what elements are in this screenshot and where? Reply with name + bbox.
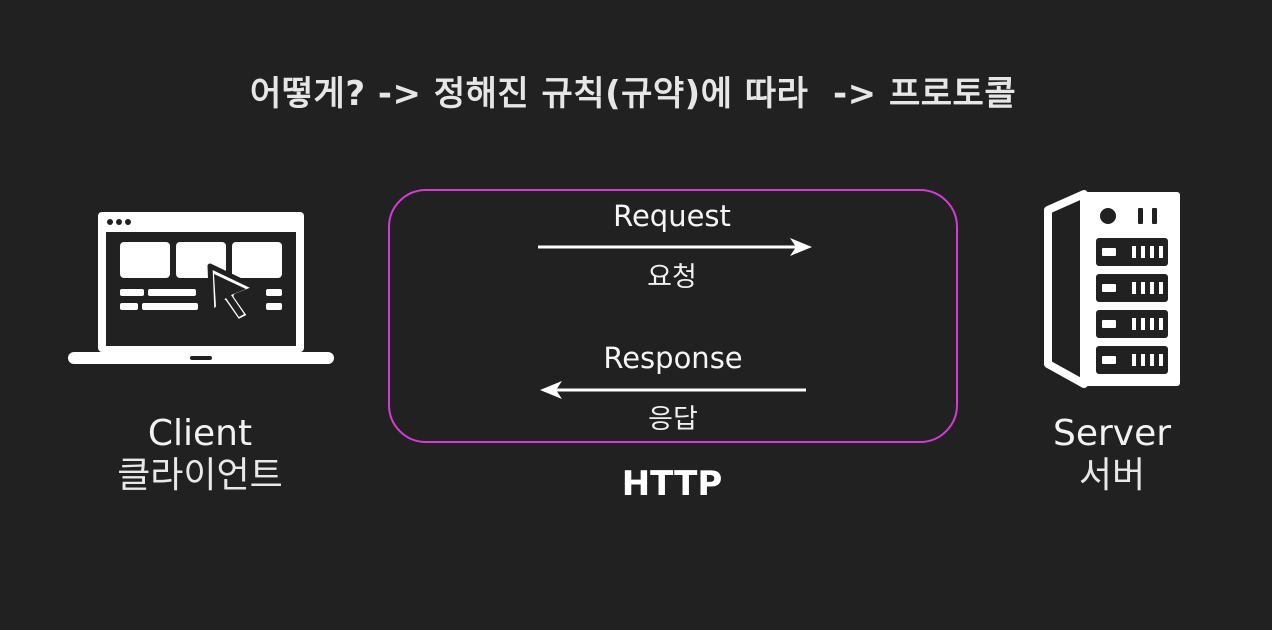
- headline: 어떻게? -> 정해진 규칙(규약)에 따라 -> 프로토콜: [250, 74, 1017, 114]
- response-sublabel: 응답: [648, 404, 698, 435]
- response-arrow-icon: [540, 381, 806, 399]
- protocol-label: HTTP: [621, 464, 723, 504]
- http-protocol-box: [388, 189, 958, 443]
- server-rack-icon: [1044, 190, 1180, 388]
- request-label: Request: [613, 199, 731, 233]
- client-sublabel: 클라이언트: [117, 455, 283, 496]
- request-arrow-icon: [538, 238, 812, 256]
- client-label: Client: [147, 413, 253, 454]
- response-label: Response: [603, 341, 743, 375]
- server-sublabel: 서버: [1078, 455, 1146, 496]
- laptop-cursor-icon: [68, 212, 334, 364]
- request-sublabel: 요청: [647, 262, 697, 293]
- server-label: Server: [1052, 413, 1172, 454]
